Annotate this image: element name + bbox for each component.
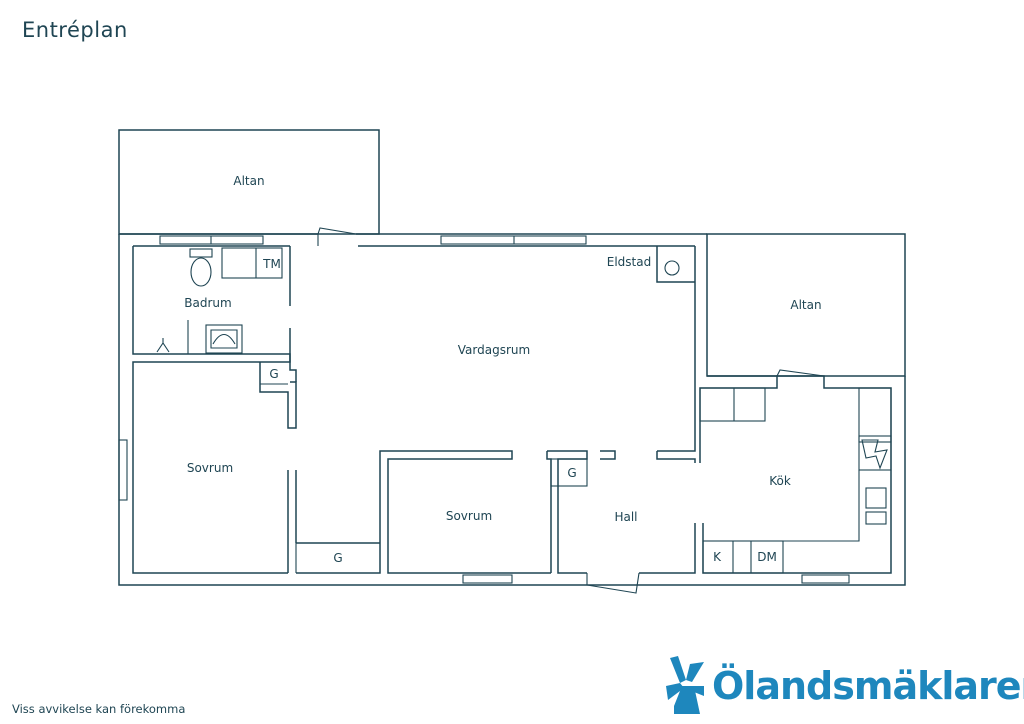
label-vardagsrum: Vardagsrum	[458, 343, 530, 357]
brand-logo: Ölandsmäklaren	[664, 656, 1024, 716]
label-eldstad: Eldstad	[607, 255, 651, 269]
windmill-icon	[666, 656, 704, 714]
label-hall: Hall	[614, 510, 637, 524]
closet-bath	[259, 362, 297, 429]
label-altan-top: Altan	[233, 174, 264, 188]
door-top	[317, 227, 357, 246]
window-sovrum-middle	[462, 574, 513, 584]
label-k: K	[713, 550, 722, 564]
fireplace	[656, 246, 695, 283]
closet-bottom	[295, 450, 551, 574]
page-title: Entréplan	[22, 18, 128, 42]
bathroom	[156, 246, 291, 362]
label-dm: DM	[757, 550, 777, 564]
brand-name: Ölandsmäklaren	[712, 664, 1024, 708]
label-altan-right: Altan	[790, 298, 821, 312]
label-sovrum-middle: Sovrum	[446, 509, 492, 523]
label-g-bath: G	[269, 367, 278, 381]
label-g-hall: G	[567, 466, 576, 480]
disclaimer-text: Viss avvikelse kan förekomma	[12, 702, 186, 716]
label-tm: TM	[262, 257, 281, 271]
outer-walls	[118, 233, 906, 586]
windows-top	[159, 235, 587, 245]
label-badrum: Badrum	[184, 296, 231, 310]
door-bottom	[586, 572, 640, 594]
label-kok: Kök	[769, 474, 791, 488]
left-bedroom	[118, 439, 380, 573]
label-sovrum-left: Sovrum	[187, 461, 233, 475]
label-g-bottom: G	[333, 551, 342, 565]
kitchen	[699, 369, 892, 584]
hall-walls	[546, 450, 696, 574]
